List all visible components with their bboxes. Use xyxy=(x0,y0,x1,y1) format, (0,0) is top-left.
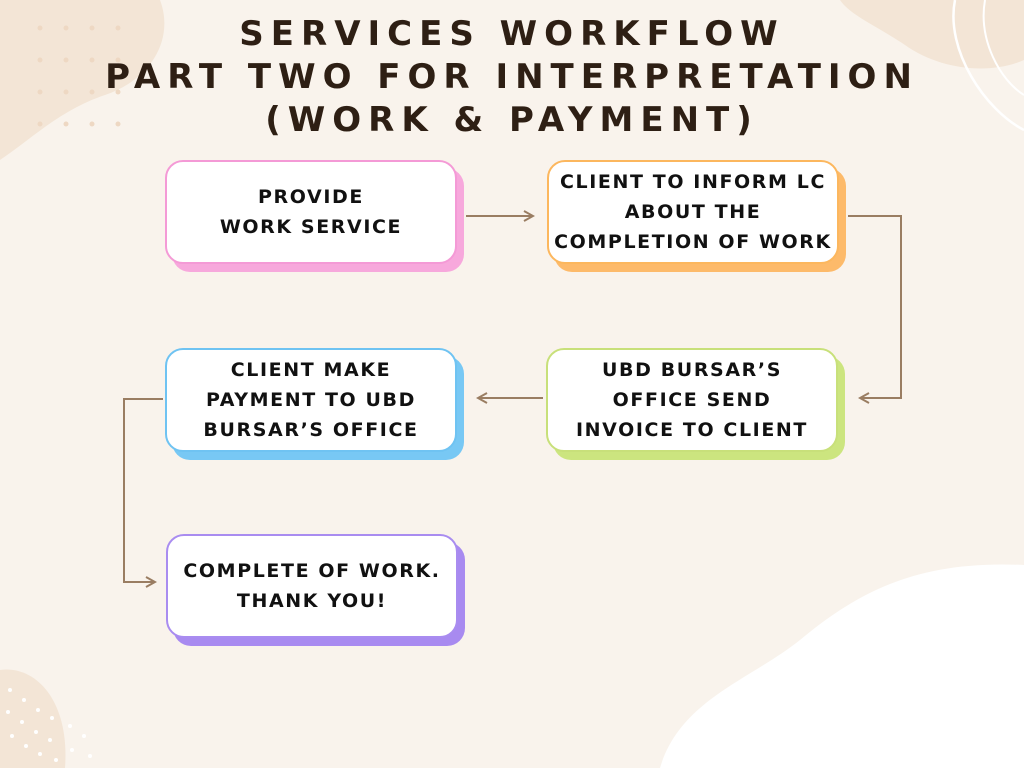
bottom-right-blob xyxy=(660,564,1024,768)
arrow-inform-to-invoice xyxy=(848,215,902,398)
node-box: UBD BURSAR’S OFFICE SEND INVOICE TO CLIE… xyxy=(546,348,838,452)
node-label: PROVIDE WORK SERVICE xyxy=(219,186,403,238)
node-complete-of-work: COMPLETE OF WORK. THANK YOU! xyxy=(166,534,465,646)
node-box: CLIENT TO INFORM LC ABOUT THE COMPLETION… xyxy=(547,160,839,264)
node-label: CLIENT TO INFORM LC ABOUT THE COMPLETION… xyxy=(554,171,832,253)
bottom-left-blob xyxy=(0,669,66,768)
node-label: CLIENT MAKE PAYMENT TO UBD BURSAR’S OFFI… xyxy=(203,359,419,441)
node-provide-work-service: PROVIDE WORK SERVICE xyxy=(165,160,464,272)
dot-pattern-bottom-left xyxy=(6,688,92,762)
dot-pattern-top-left xyxy=(37,25,121,127)
top-left-blob xyxy=(0,0,165,160)
node-label: UBD BURSAR’S OFFICE SEND INVOICE TO CLIE… xyxy=(576,359,808,441)
node-box: COMPLETE OF WORK. THANK YOU! xyxy=(166,534,458,638)
top-right-arc xyxy=(952,0,1024,132)
top-right-blob xyxy=(840,0,1024,69)
title-line-2: PART TWO FOR INTERPRETATION xyxy=(105,57,919,97)
node-box: CLIENT MAKE PAYMENT TO UBD BURSAR’S OFFI… xyxy=(165,348,457,452)
title-line-3: (WORK & PAYMENT) xyxy=(265,100,759,140)
node-label: COMPLETE OF WORK. THANK YOU! xyxy=(183,560,441,612)
title-line-1: SERVICES WORKFLOW xyxy=(239,14,785,54)
node-client-make-payment: CLIENT MAKE PAYMENT TO UBD BURSAR’S OFFI… xyxy=(165,348,464,460)
node-bursar-send-invoice: UBD BURSAR’S OFFICE SEND INVOICE TO CLIE… xyxy=(546,348,845,460)
top-right-arc-2 xyxy=(982,0,1024,96)
node-box: PROVIDE WORK SERVICE xyxy=(165,160,457,264)
node-client-inform-lc: CLIENT TO INFORM LC ABOUT THE COMPLETION… xyxy=(547,160,846,272)
arrow-payment-to-complete xyxy=(123,398,163,582)
